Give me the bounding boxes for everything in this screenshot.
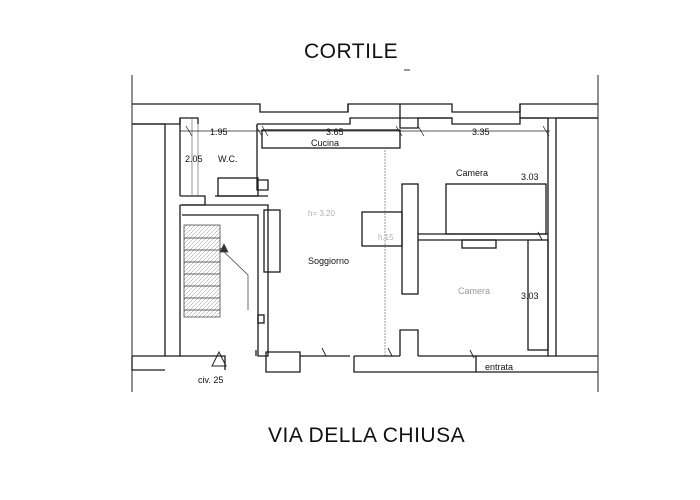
central-column [401, 183, 419, 295]
dim-camera-width: 3.35 [472, 127, 490, 137]
wc-fixture [217, 177, 259, 197]
room-label-cucina: Cucina [311, 138, 339, 148]
room-label-entrata: entrata [485, 362, 513, 372]
dim-cucina-width: 3.65 [326, 127, 344, 137]
cucina-counter [261, 129, 401, 149]
dim-wc-width: 1.95 [210, 127, 228, 137]
wall-bottom-door [399, 329, 476, 357]
wall-top-left [132, 103, 598, 113]
staircase [183, 224, 249, 318]
faint-niche-label: h.15 [378, 233, 394, 242]
camera-2-furniture [461, 239, 497, 249]
dim-wc-height: 2.05 [185, 154, 203, 164]
civic-triangle-icon [211, 350, 227, 367]
faint-height-label: h= 3.20 [308, 209, 335, 218]
stair-arrow [219, 247, 249, 310]
wall-left-neighbor [132, 123, 166, 357]
wall-west [165, 118, 181, 357]
wall-top-wc [179, 117, 199, 124]
wall-bottom [131, 350, 301, 373]
dim-camera-2-height: 3.03 [521, 291, 539, 301]
wall-ticks [321, 231, 543, 359]
courtyard-label: CORTILE [304, 40, 399, 63]
dimension-lines [180, 125, 550, 137]
wall-wc-bottom [180, 195, 268, 206]
camera-wardrobe [445, 183, 547, 235]
camera-2-closet [527, 239, 549, 351]
stair-partition [263, 209, 281, 273]
corridor-wall [418, 233, 548, 241]
dim-camera-1-height: 3.03 [521, 172, 539, 182]
wall-right-neighbor [555, 117, 598, 357]
wall-top-inner [132, 117, 598, 125]
stair-post [257, 314, 265, 324]
central-niche [361, 211, 403, 247]
wall-bottom-2 [300, 355, 598, 373]
wall-east [547, 128, 556, 357]
room-label-camera-1: Camera [456, 168, 488, 178]
room-label-soggiorno: Soggiorno [308, 256, 349, 266]
wall-camera-recess [519, 104, 549, 128]
room-label-wc: W.C. [218, 154, 238, 164]
stair-flight [183, 224, 221, 318]
room-label-camera-2: Camera [458, 286, 490, 296]
wall-wc-right [256, 124, 269, 191]
wall-cucina-recess [347, 104, 452, 129]
street-label: VIA DELLA CHIUSA [268, 424, 466, 447]
civic-number: civ. 25 [198, 375, 223, 385]
wall-stair [182, 204, 269, 357]
